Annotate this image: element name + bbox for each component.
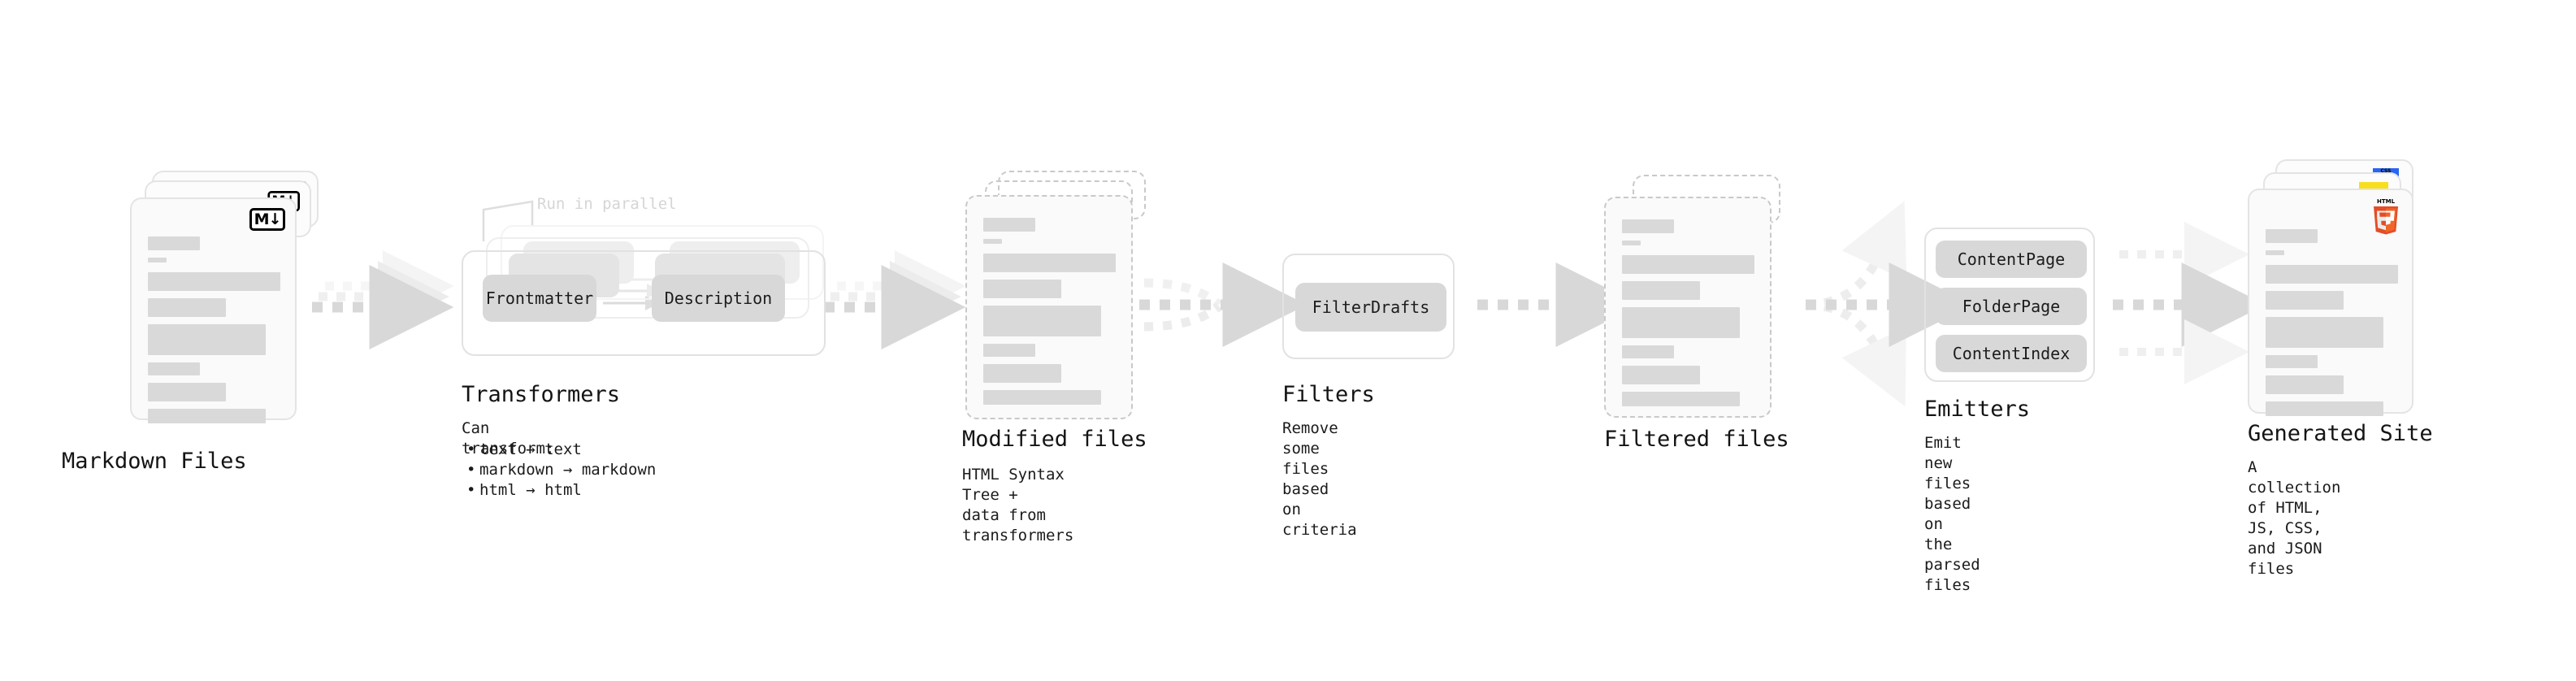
svg-text:HTML: HTML: [2377, 198, 2396, 205]
transformer-pill-description[interactable]: Description: [652, 275, 785, 322]
stage-subtitle-emitters: Emit new files based on the parsed files: [1924, 434, 1980, 594]
skeleton-bar: [1622, 255, 1754, 274]
skeleton-bar: [148, 383, 226, 401]
stage-title-filters: Filters: [1282, 382, 1375, 407]
skeleton-bars: [148, 236, 280, 431]
skeleton-bar: [1622, 281, 1700, 300]
stage-title-markdown-files: Markdown Files: [62, 449, 247, 474]
markdown-badge: M↓: [249, 208, 285, 231]
emitter-pill-contentpage-label: ContentPage: [1957, 249, 2066, 269]
skeleton-bar-title: [2266, 229, 2318, 243]
emitter-pill-contentpage[interactable]: ContentPage: [1936, 241, 2087, 278]
arrow-modified-to-filters: [1139, 262, 1308, 347]
site-card-front: HTML: [2248, 189, 2413, 416]
filter-pill-filterdrafts-label: FilterDrafts: [1312, 297, 1430, 317]
skeleton-bar-title: [148, 236, 200, 250]
skeleton-bar-subtitle: [1622, 241, 1641, 245]
skeleton-bar-title: [1622, 219, 1674, 233]
filtered-card-front: [1604, 197, 1772, 418]
stage-title-filtered-files: Filtered files: [1604, 427, 1789, 452]
arrow-emitters-to-site: [2113, 222, 2266, 384]
capability-item: markdown → markdown: [466, 460, 656, 480]
skeleton-bar: [2266, 401, 2383, 416]
emitter-pill-folderpage-label: FolderPage: [1962, 297, 2061, 316]
stage-title-transformers: Transformers: [462, 382, 621, 407]
skeleton-bar: [983, 344, 1035, 357]
transformer-pill-description-label: Description: [664, 288, 773, 308]
filters-frame: FilterDrafts: [1282, 254, 1455, 359]
skeleton-bar-subtitle: [148, 258, 167, 262]
skeleton-bar: [983, 390, 1101, 405]
skeleton-bar: [2266, 375, 2344, 394]
skeleton-bar-title: [983, 218, 1035, 232]
html5-icon: HTML: [2374, 198, 2398, 235]
transformer-pill-frontmatter[interactable]: Frontmatter: [483, 275, 596, 322]
stage-subtitle-filters: Remove some files based on criteria: [1282, 419, 1357, 539]
filter-pill-filterdrafts[interactable]: FilterDrafts: [1295, 283, 1446, 332]
stage-subtitle-modified-files: HTML Syntax Tree + data from transformer…: [962, 466, 1074, 544]
skeleton-bars: [1622, 219, 1755, 414]
skeleton-bar: [148, 324, 266, 355]
emitter-pill-contentindex-label: ContentIndex: [1952, 344, 2071, 363]
run-in-parallel-annotation: Run in parallel: [537, 195, 677, 213]
arrow-filtered-to-emitters: [1805, 201, 1974, 407]
skeleton-bar: [148, 409, 266, 423]
stage-subtitle-generated-site: A collection of HTML, JS, CSS, and JSON …: [2248, 458, 2341, 578]
skeleton-bar: [2266, 317, 2383, 348]
capability-item: html → html: [466, 480, 656, 501]
skeleton-bar: [983, 306, 1101, 336]
html5-badge: HTML: [2370, 197, 2402, 235]
emitter-pill-contentindex[interactable]: ContentIndex: [1936, 335, 2087, 372]
capability-item: text → text: [466, 440, 656, 460]
transformer-capability-list: text → text markdown → markdown html → h…: [465, 440, 656, 501]
transformer-frame-front: Frontmatter Description: [462, 250, 826, 356]
arrow-transformers-to-modified: [824, 250, 966, 349]
skeleton-bar: [148, 362, 200, 375]
skeleton-bar: [148, 298, 226, 317]
markdown-card-front: M↓: [130, 197, 297, 423]
skeleton-bar: [983, 364, 1061, 383]
skeleton-bar-subtitle: [2266, 250, 2284, 255]
skeleton-bars: [2266, 229, 2398, 423]
skeleton-bar: [2266, 291, 2344, 310]
skeleton-bar: [1622, 345, 1674, 358]
skeleton-bar: [983, 254, 1116, 272]
modified-card-front: [965, 195, 1133, 419]
skeleton-bar: [1622, 307, 1740, 338]
css-badge-label: CSS: [2380, 168, 2392, 174]
emitter-pill-folderpage[interactable]: FolderPage: [1936, 288, 2087, 325]
skeleton-bar: [983, 280, 1061, 298]
skeleton-bars: [983, 218, 1117, 412]
skeleton-bar: [2266, 355, 2318, 368]
stage-title-modified-files: Modified files: [962, 427, 1147, 452]
stage-title-emitters: Emitters: [1924, 397, 2031, 422]
stage-title-generated-site: Generated Site: [2248, 421, 2433, 446]
skeleton-bar-subtitle: [983, 239, 1002, 244]
skeleton-bar: [2266, 265, 2398, 284]
emitters-frame: ContentPage FolderPage ContentIndex: [1924, 228, 2095, 382]
skeleton-bar: [148, 272, 280, 291]
skeleton-bar: [1622, 366, 1700, 384]
transformer-pill-frontmatter-label: Frontmatter: [485, 288, 594, 308]
skeleton-bar: [1622, 392, 1740, 406]
arrow-markdown-to-transformers: [312, 250, 454, 349]
